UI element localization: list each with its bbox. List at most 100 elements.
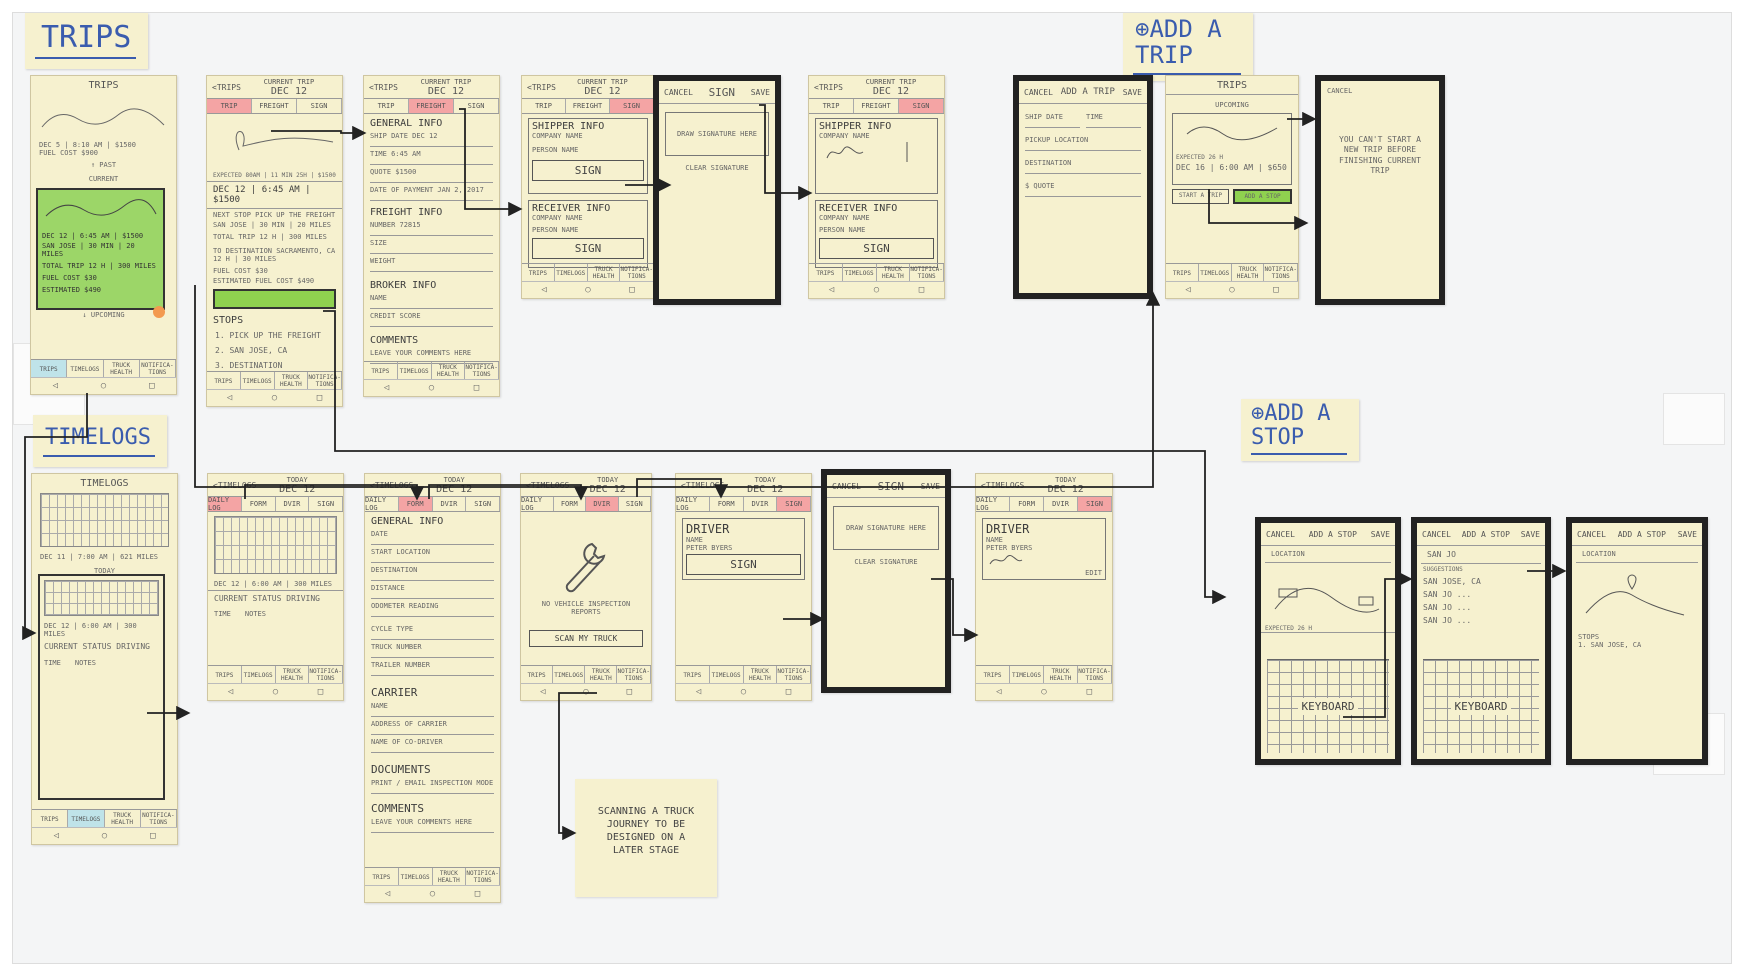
quote-field[interactable]: QUOTE $1500: [370, 165, 493, 183]
upcoming-label[interactable]: ↓ UPCOMING: [82, 311, 125, 319]
suggestion-item[interactable]: SAN JO ...: [1423, 603, 1472, 612]
tab-daily-log[interactable]: DAILY LOG: [208, 496, 242, 512]
nav-notifications[interactable]: NOTIFICA-TIONS: [308, 372, 342, 390]
recents-icon[interactable]: □: [918, 285, 925, 295]
nav-truck-health[interactable]: TRUCK HEALTH: [275, 372, 309, 390]
home-icon[interactable]: ○: [429, 889, 436, 899]
date-field[interactable]: DATE: [371, 527, 494, 545]
trailer-number-field[interactable]: TRAILER NUMBER: [371, 658, 494, 676]
suggestion-item[interactable]: SAN JO ...: [1423, 616, 1472, 625]
nav-timelogs[interactable]: TIMELOGS: [68, 810, 105, 828]
cycle-type-field[interactable]: CYCLE TYPE: [371, 617, 494, 640]
suggestion-item[interactable]: SAN JOSE, CA: [1423, 577, 1481, 586]
receiver-sign-button[interactable]: SIGN: [819, 238, 934, 259]
recents-icon[interactable]: □: [1273, 285, 1279, 295]
edit-signature-button[interactable]: EDIT: [1085, 569, 1102, 577]
tab-freight[interactable]: FREIGHT: [566, 99, 610, 113]
recents-icon[interactable]: □: [629, 285, 635, 295]
nav-truck-health[interactable]: TRUCK HEALTH: [105, 810, 141, 828]
back-link[interactable]: <TRIPS: [369, 82, 398, 92]
home-icon[interactable]: ○: [271, 393, 278, 403]
home-icon[interactable]: ○: [101, 831, 108, 841]
recents-icon[interactable]: □: [474, 889, 481, 899]
recents-icon[interactable]: □: [473, 383, 480, 393]
tab-trip[interactable]: TRIP: [522, 99, 566, 113]
start-trip-button[interactable]: START A TRIP: [1172, 189, 1229, 204]
home-icon[interactable]: ○: [740, 687, 747, 697]
nav-truck-health[interactable]: TRUCK HEALTH: [433, 868, 467, 886]
nav-trips[interactable]: TRIPS: [1166, 264, 1199, 282]
past-trip-row[interactable]: DEC 5 | 8:10 AM | $1500: [39, 141, 136, 149]
nav-trips[interactable]: TRIPS: [32, 810, 69, 828]
start-location-field[interactable]: START LOCATION: [371, 545, 494, 563]
nav-notifications[interactable]: NOTIFICA-TIONS: [141, 810, 177, 828]
back-icon[interactable]: ◁: [53, 831, 59, 841]
back-link[interactable]: <TIMELOGS: [681, 480, 725, 490]
nav-timelogs[interactable]: TIMELOGS: [399, 868, 433, 886]
current-trip-card[interactable]: DEC 12 | 6:45 AM | $1500 SAN JOSE | 30 M…: [36, 188, 165, 310]
back-icon[interactable]: ◁: [384, 889, 391, 899]
location-input[interactable]: LOCATION: [1265, 546, 1391, 563]
clear-signature-button[interactable]: CLEAR SIGNATURE: [854, 558, 918, 566]
scan-truck-button[interactable]: SCAN MY TRUCK: [529, 630, 643, 647]
nav-truck-health[interactable]: TRUCK HEALTH: [276, 666, 310, 684]
time-field[interactable]: TIME: [1086, 110, 1141, 128]
distance-field[interactable]: DISTANCE: [371, 581, 494, 599]
co-driver-field[interactable]: NAME OF CO-DRIVER: [371, 735, 494, 753]
cancel-button[interactable]: CANCEL: [1577, 529, 1606, 539]
tab-daily-log[interactable]: DAILY LOG: [365, 496, 399, 512]
nav-truck-health[interactable]: TRUCK HEALTH: [1232, 264, 1265, 282]
home-icon[interactable]: ○: [585, 285, 591, 295]
home-icon[interactable]: ○: [583, 687, 589, 697]
shipper-sign-button[interactable]: SIGN: [532, 160, 644, 181]
cancel-button[interactable]: CANCEL: [1024, 87, 1053, 97]
nav-timelogs[interactable]: TIMELOGS: [1199, 264, 1232, 282]
back-icon[interactable]: ◁: [227, 687, 234, 697]
cancel-button[interactable]: CANCEL: [1327, 87, 1353, 95]
company-name-field[interactable]: COMPANY NAME: [819, 132, 870, 140]
back-link[interactable]: <TRIPS: [527, 82, 556, 92]
nav-timelogs[interactable]: TIMELOGS: [241, 372, 275, 390]
tab-trip[interactable]: TRIP: [364, 99, 409, 113]
tab-trip[interactable]: TRIP: [207, 99, 252, 113]
back-icon[interactable]: ◁: [828, 285, 835, 295]
stop-item[interactable]: 2. SAN JOSE, CA: [215, 346, 288, 355]
nav-notifications[interactable]: NOTIFICA-TIONS: [309, 666, 343, 684]
nav-timelogs[interactable]: TIMELOGS: [553, 666, 586, 684]
person-name-field[interactable]: PERSON NAME: [819, 226, 866, 234]
quote-field[interactable]: $ QUOTE: [1025, 174, 1141, 197]
person-name-field[interactable]: PERSON NAME: [532, 146, 579, 154]
tab-sign[interactable]: SIGN: [309, 497, 343, 511]
recents-icon[interactable]: □: [317, 687, 324, 697]
add-stop-button[interactable]: ADD A STOP: [1233, 189, 1292, 204]
back-icon[interactable]: ◁: [226, 393, 233, 403]
driver-sign-button[interactable]: SIGN: [686, 554, 801, 575]
receiver-sign-button[interactable]: SIGN: [532, 238, 644, 259]
today-log-card[interactable]: DEC 12 | 6:00 AM | 300 MILES CURRENT STA…: [38, 574, 165, 800]
person-name-field[interactable]: PERSON NAME: [532, 226, 579, 234]
nav-timelogs[interactable]: TIMELOGS: [67, 360, 104, 378]
payment-date-field[interactable]: DATE OF PAYMENT JAN 2, 2017: [370, 183, 493, 201]
cancel-button[interactable]: CANCEL: [1266, 529, 1295, 539]
save-button[interactable]: SAVE: [1677, 529, 1697, 539]
company-name-field[interactable]: COMPANY NAME: [532, 132, 583, 140]
tab-sign[interactable]: SIGN: [297, 99, 342, 113]
nav-notifications[interactable]: NOTIFICA-TIONS: [1264, 264, 1298, 282]
tab-sign[interactable]: SIGN: [899, 99, 944, 113]
tab-sign[interactable]: SIGN: [466, 497, 500, 511]
save-button[interactable]: SAVE: [920, 481, 940, 491]
nav-notifications[interactable]: NOTIFICA-TIONS: [1078, 666, 1112, 684]
credit-score-field[interactable]: CREDIT SCORE: [370, 309, 493, 327]
stop-item[interactable]: 1. PICK UP THE FREIGHT: [215, 331, 321, 340]
nav-truck-health[interactable]: TRUCK HEALTH: [588, 264, 621, 282]
cancel-button[interactable]: CANCEL: [1422, 529, 1451, 539]
weight-field[interactable]: WEIGHT: [370, 254, 493, 272]
odometer-field[interactable]: ODOMETER READING: [371, 599, 494, 617]
back-icon[interactable]: ◁: [695, 687, 702, 697]
nav-trips[interactable]: TRIPS: [207, 372, 241, 390]
home-icon[interactable]: ○: [1229, 285, 1235, 295]
signature-pad[interactable]: DRAW SIGNATURE HERE: [833, 506, 939, 550]
tab-form[interactable]: FORM: [1010, 497, 1044, 511]
nav-notifications[interactable]: NOTIFICA-TIONS: [465, 362, 499, 380]
nav-notifications[interactable]: NOTIFICA-TIONS: [140, 360, 176, 378]
